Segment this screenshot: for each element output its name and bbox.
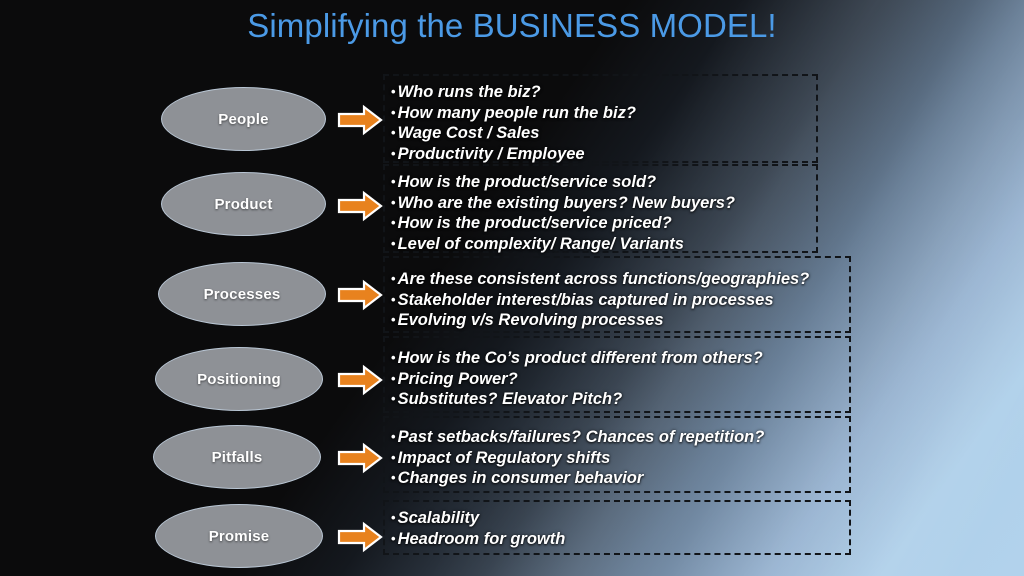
bullet-item: Scalability [391,508,565,529]
right-arrow-icon-promise [337,521,383,553]
right-arrow-icon-people [337,104,383,136]
shape-label-promise: Promise [208,527,270,545]
shape-label-pitfalls: Pitfalls [211,448,263,466]
shape-label-positioning: Positioning [197,370,281,388]
bullet-item: Impact of Regulatory shifts [391,448,764,469]
shape-positioning[interactable]: Positioning [155,347,323,411]
bullet-item: Wage Cost / Sales [391,123,636,144]
bullet-list-positioning: How is the Co’s product different from o… [391,348,763,410]
slide-title: Simplifying the BUSINESS MODEL! [247,7,777,44]
shape-people[interactable]: People [161,87,326,151]
shape-processes[interactable]: Processes [158,262,326,326]
bullet-item: Substitutes? Elevator Pitch? [391,389,763,410]
shape-label-processes: Processes [203,285,281,303]
bullet-item: Stakeholder interest/bias captured in pr… [391,290,809,311]
bullet-item: Productivity / Employee [391,144,636,165]
bullet-list-pitfalls: Past setbacks/failures? Chances of repet… [391,427,765,489]
bullet-item: Past setbacks/failures? Chances of repet… [391,427,765,448]
bullet-item: How is the product/service sold? [391,172,735,193]
bullet-item: Are these consistent across functions/ge… [391,269,810,290]
bullet-item: How many people run the biz? [391,103,636,124]
shape-product[interactable]: Product [161,172,326,236]
right-arrow-icon-product [337,190,383,222]
shape-pitfalls[interactable]: Pitfalls [153,425,321,489]
bullet-item: Evolving v/s Revolving processes [391,310,809,331]
bullet-item: Pricing Power? [391,369,763,390]
bullet-item: How is the product/service priced? [391,213,735,234]
bullet-item: Headroom for growth [391,529,566,550]
bullet-list-promise: Scalability Headroom for growth [391,508,566,550]
bullet-item: How is the Co’s product different from o… [391,348,763,369]
right-arrow-icon-pitfalls [337,442,383,474]
shape-label-people: People [218,110,269,128]
right-arrow-icon-processes [337,279,383,311]
bullet-item: Who are the existing buyers? New buyers? [391,193,735,214]
bullet-list-people: Who runs the biz? How many people run th… [391,82,636,164]
right-arrow-icon-positioning [337,364,383,396]
bullet-item: Who runs the biz? [391,82,636,103]
shape-label-product: Product [214,195,273,213]
bullet-list-product: How is the product/service sold? Who are… [391,172,735,254]
bullet-item: Changes in consumer behavior [391,468,764,489]
bullet-item: Level of complexity/ Range/ Variants [391,234,735,255]
bullet-list-processes: Are these consistent across functions/ge… [391,269,810,331]
shape-promise[interactable]: Promise [155,504,323,568]
